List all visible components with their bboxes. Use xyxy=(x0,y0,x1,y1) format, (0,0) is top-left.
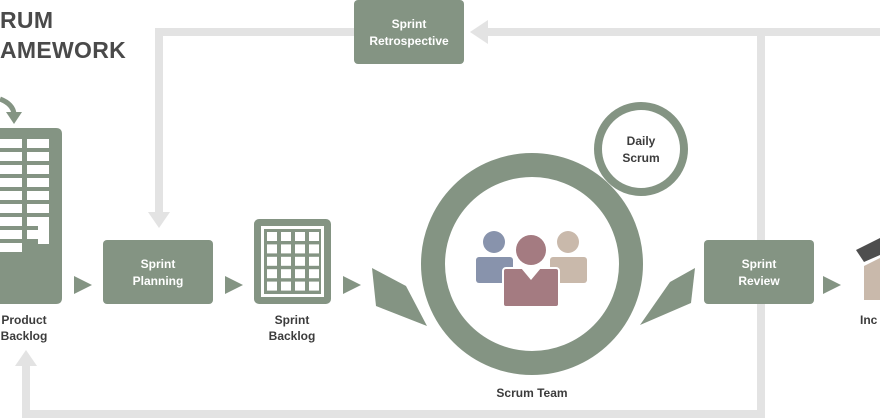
backlog-arrowhead xyxy=(15,350,37,366)
retrospective-loop xyxy=(148,20,880,241)
grid-cell xyxy=(267,232,277,241)
sprint-review-box: Sprint Review xyxy=(704,240,814,304)
grid-cell xyxy=(281,281,291,291)
grid-cell xyxy=(267,281,277,291)
grid-cell xyxy=(309,281,319,291)
scrum-team-ring xyxy=(421,153,643,375)
arrow-icon xyxy=(343,276,361,294)
grid-cell xyxy=(267,244,277,254)
retro-down-line xyxy=(155,28,163,214)
grid-cell xyxy=(267,256,277,266)
flow-arrows xyxy=(74,268,841,326)
grid-cell xyxy=(0,165,22,174)
review-to-retro-line xyxy=(757,33,765,241)
product-backlog-label-2: Backlog xyxy=(1,329,48,343)
scrum-team-label: Scrum Team xyxy=(496,386,567,400)
grid-cell xyxy=(0,178,22,187)
grid-cell xyxy=(38,235,49,244)
grid-cell xyxy=(27,204,49,213)
grid-cell xyxy=(295,244,305,254)
review-down-line xyxy=(757,300,765,417)
grid-cell xyxy=(27,178,49,187)
grid-cell xyxy=(309,256,319,266)
grid-cell xyxy=(27,152,49,161)
sprint-review-label-1: Sprint xyxy=(742,257,777,271)
sprint-planning-label-1: Sprint xyxy=(141,257,176,271)
sprint-planning-box: Sprint Planning xyxy=(103,240,213,304)
diagram-title-line-1: RUM xyxy=(0,7,54,33)
sprint-planning-label-2: Planning xyxy=(133,274,184,288)
person-icon xyxy=(502,235,560,308)
sprint-retrospective-label-2: Retrospective xyxy=(369,34,449,48)
grid-cell xyxy=(38,222,49,231)
grid-cell xyxy=(27,230,49,239)
retro-feed-arrowhead xyxy=(470,20,488,44)
team-people-icon xyxy=(476,231,587,308)
grid-cell xyxy=(281,244,291,254)
grid-cell xyxy=(295,269,305,279)
backlog-up-line xyxy=(22,364,30,418)
grid-cell xyxy=(0,191,22,200)
increment-box-icon xyxy=(856,238,880,300)
sprint-retrospective-box: Sprint Retrospective xyxy=(354,0,464,64)
sprint-retrospective-label-1: Sprint xyxy=(392,17,427,31)
sprint-backlog-label-1: Sprint xyxy=(275,313,310,327)
grid-cell xyxy=(0,230,22,239)
grid-cell xyxy=(309,232,319,241)
grid-cell xyxy=(0,204,22,213)
grid-cell xyxy=(267,269,277,279)
increment-feedback-loop xyxy=(15,300,765,418)
sprint-backlog-icon xyxy=(254,219,331,304)
grid-cell xyxy=(309,269,319,279)
grid-cell xyxy=(295,256,305,266)
grid-cell xyxy=(295,281,305,291)
chevron-out-icon xyxy=(640,268,695,325)
grid-cell xyxy=(281,232,291,241)
arrow-icon xyxy=(74,276,92,294)
grid-cell xyxy=(0,243,22,252)
planning-arrowhead xyxy=(148,212,170,228)
grid-cell xyxy=(295,232,305,241)
chevron-in-icon xyxy=(372,268,427,326)
bottom-return-line xyxy=(22,410,765,418)
grid-cell xyxy=(0,152,22,161)
grid-cell xyxy=(27,139,49,148)
arrow-icon xyxy=(225,276,243,294)
curved-arrow-icon xyxy=(0,96,22,124)
retro-to-planning-line xyxy=(155,28,355,36)
sprint-review-label-2: Review xyxy=(738,274,780,288)
retro-feed-line xyxy=(488,28,880,36)
diagram-title-line-2: AMEWORK xyxy=(0,37,127,63)
grid-cell xyxy=(27,191,49,200)
product-backlog-label-1: Product xyxy=(1,313,46,327)
grid-cell xyxy=(309,244,319,254)
grid-cell xyxy=(0,139,22,148)
grid-cell xyxy=(0,217,22,226)
arrow-icon xyxy=(823,276,841,294)
sprint-backlog-label-2: Backlog xyxy=(269,329,316,343)
daily-scrum-label-1: Daily xyxy=(627,134,656,148)
grid-cell xyxy=(281,269,291,279)
daily-scrum-circle: Daily Scrum xyxy=(594,102,688,196)
grid-cell xyxy=(281,256,291,266)
grid-cell xyxy=(27,165,49,174)
increment-label: Inc xyxy=(860,313,878,327)
daily-scrum-label-2: Scrum xyxy=(622,151,659,165)
grid-cell xyxy=(27,217,49,226)
product-backlog-icon xyxy=(0,128,62,304)
